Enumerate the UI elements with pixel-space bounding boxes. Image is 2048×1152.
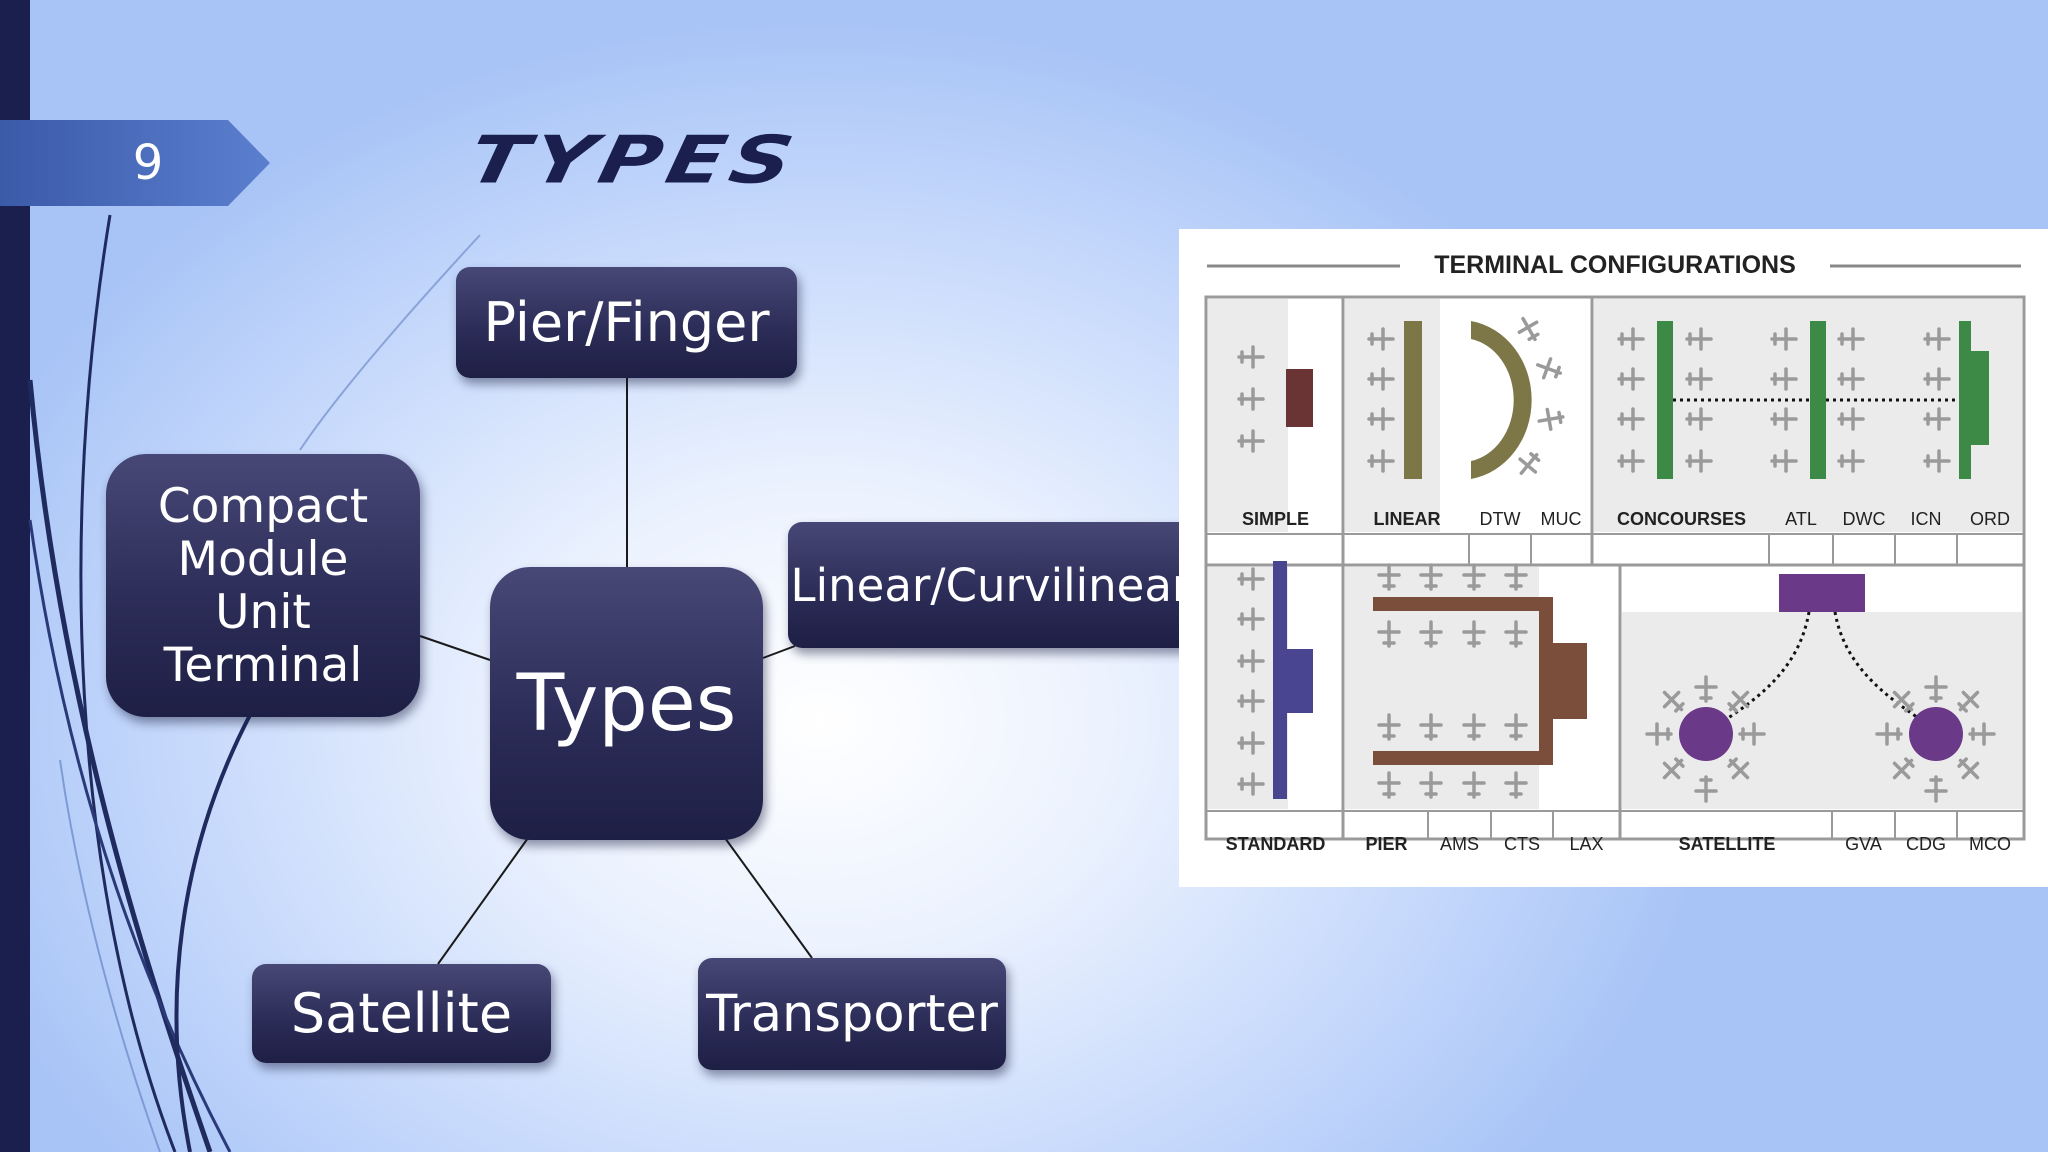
label-pier-example: CTS bbox=[1504, 833, 1540, 854]
node-pier-finger: Pier/Finger bbox=[456, 267, 797, 378]
label-satellite-example: MCO bbox=[1969, 833, 2011, 854]
label-satellite: SATELLITE bbox=[1678, 833, 1776, 854]
label-concourses-example: DWC bbox=[1842, 508, 1886, 529]
label-concourses-example: ORD bbox=[1970, 508, 2010, 529]
connector-transporter bbox=[724, 837, 813, 959]
node-compact-module-unit-terminal: Compact Module Unit Terminal bbox=[106, 454, 420, 717]
decorative-curve bbox=[299, 234, 481, 451]
node-satellite: Satellite bbox=[252, 964, 551, 1063]
node-types-center: Types bbox=[490, 567, 763, 840]
decorative-curve bbox=[174, 714, 252, 1152]
decorative-curve bbox=[59, 759, 161, 1152]
label-linear-example: DTW bbox=[1479, 508, 1521, 529]
connector-compact bbox=[419, 635, 491, 661]
terminal-configurations-title: TERMINAL CONFIGURATIONS bbox=[1400, 249, 1830, 281]
decorative-curve bbox=[28, 519, 232, 1152]
label-simple: SIMPLE bbox=[1241, 508, 1309, 529]
label-concourses-example: ATL bbox=[1785, 508, 1817, 529]
terminal-configurations-graphic bbox=[1204, 264, 2026, 841]
node-transporter: Transporter bbox=[698, 958, 1006, 1070]
connector-linear bbox=[762, 645, 796, 659]
label-satellite-example: CDG bbox=[1906, 833, 1946, 854]
slide-number-tab bbox=[0, 120, 270, 206]
label-satellite-example: GVA bbox=[1845, 833, 1882, 854]
slide-number: 9 bbox=[132, 135, 164, 191]
label-concourses: CONCOURSES bbox=[1616, 508, 1746, 529]
connector-satellite bbox=[437, 837, 529, 965]
label-pier-example: AMS bbox=[1439, 833, 1479, 854]
label-pier-example: LAX bbox=[1569, 833, 1604, 854]
label-standard: STANDARD bbox=[1225, 833, 1326, 854]
label-pier: PIER bbox=[1365, 833, 1408, 854]
node-linear-curvilinear: Linear/Curvilinear bbox=[788, 522, 1193, 648]
label-linear: LINEAR bbox=[1373, 508, 1441, 529]
label-linear-example: MUC bbox=[1540, 508, 1582, 529]
decorative-curve bbox=[79, 214, 177, 1152]
label-concourses-example: ICN bbox=[1910, 508, 1942, 529]
